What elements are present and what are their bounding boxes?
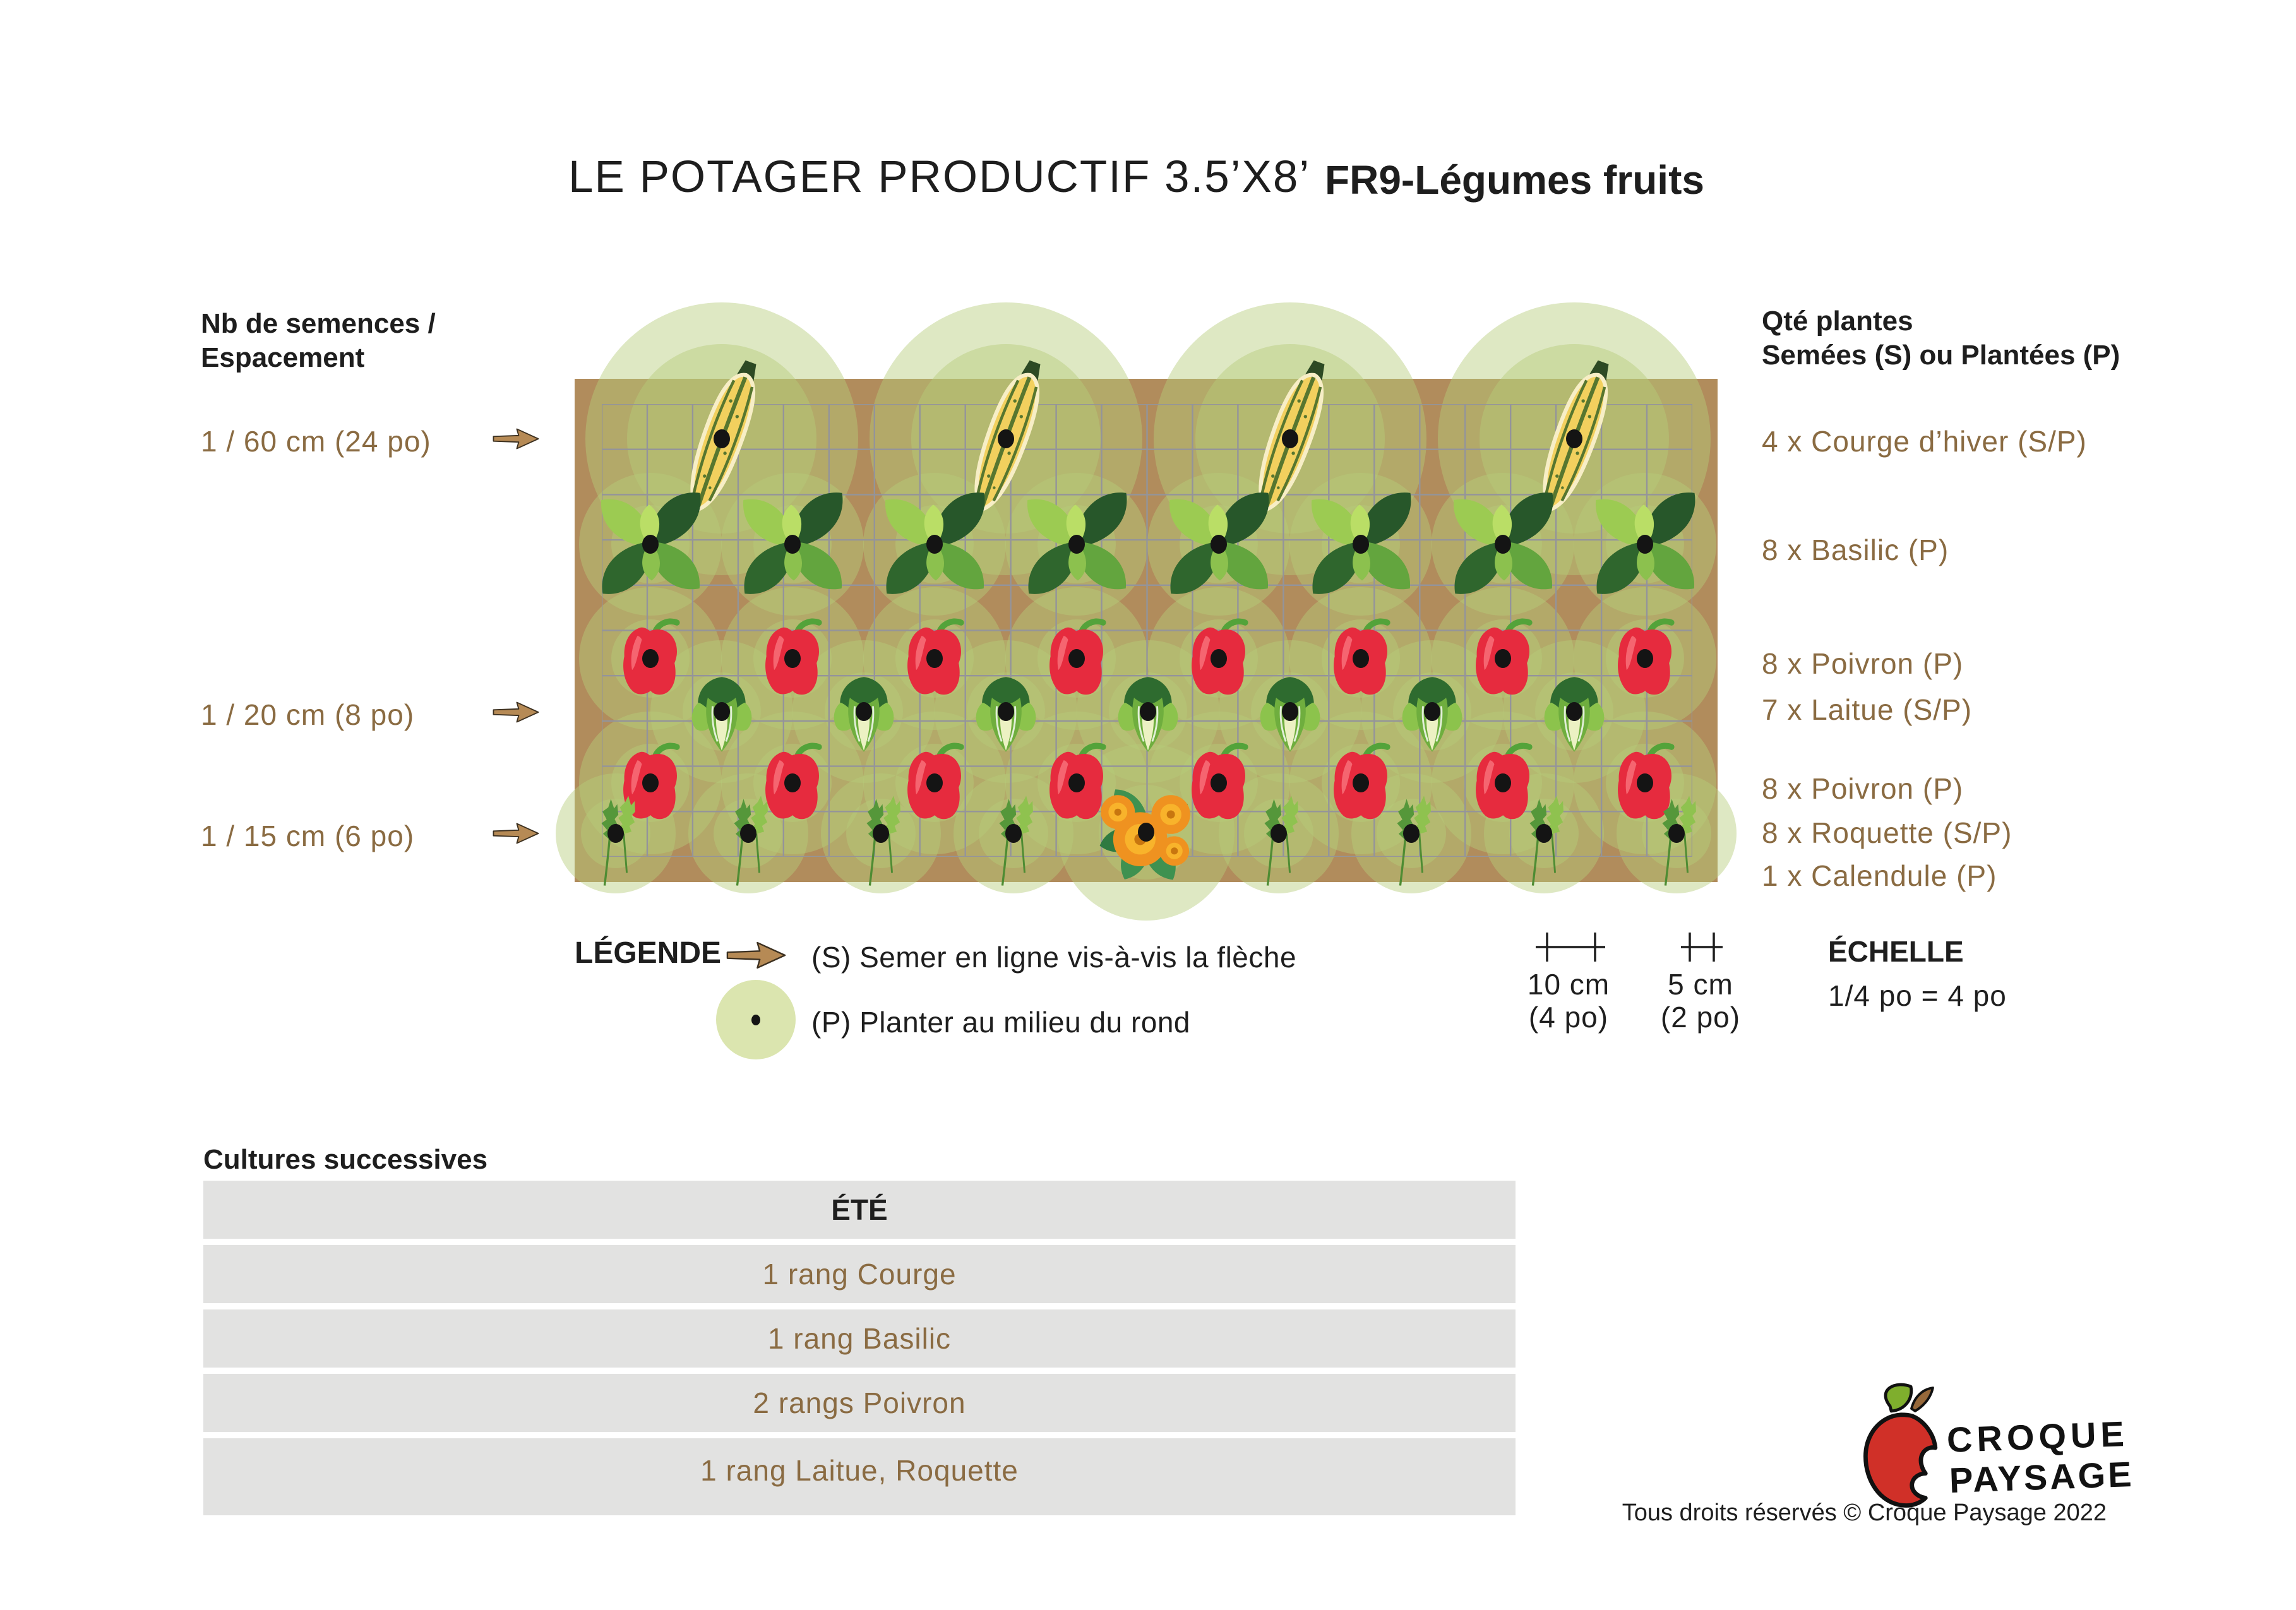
- spacing-label-roquette: 1 / 15 cm (6 po): [201, 820, 415, 852]
- sow-arrow-icon: [493, 701, 539, 723]
- planting-dot: [1211, 535, 1227, 554]
- planting-dot: [1068, 773, 1085, 792]
- planting-dot: [1211, 649, 1227, 668]
- planting-dot: [1403, 824, 1420, 843]
- scale-label-2po: (2 po): [1660, 1001, 1741, 1034]
- quantities-header-line1: Qté plantes: [1762, 306, 1913, 337]
- planting-dot: [873, 824, 889, 843]
- planting-dot: [1637, 773, 1653, 792]
- quantity-label-poivron-1: 8 x Poivron (P): [1762, 647, 1964, 680]
- echelle-title: ÉCHELLE: [1828, 935, 1964, 968]
- spacing-label-courge: 1 / 60 cm (24 po): [201, 425, 431, 458]
- planting-dot: [998, 702, 1014, 721]
- spacing-label-laitue: 1 / 20 cm (8 po): [201, 698, 415, 731]
- planting-dot: [1271, 824, 1287, 843]
- spacing-header-line2: Espacement: [201, 342, 365, 373]
- planting-dot: [1566, 429, 1582, 448]
- scale-ruler-10cm-icon: [1536, 933, 1605, 962]
- legend-sow-arrow-icon: [726, 941, 786, 969]
- garden-bed-diagram: [556, 302, 1737, 921]
- planting-dot: [642, 773, 659, 792]
- legend-sow-label: (S) Semer en ligne vis-à-vis la flèche: [811, 941, 1297, 974]
- succession-table: ÉTÉ 1 rang Courge 1 rang Basilic 2 rangs…: [203, 1181, 1516, 1522]
- succession-title: Cultures successives: [203, 1144, 488, 1175]
- scale-ruler-5cm-icon: [1681, 933, 1723, 962]
- planting-dot: [784, 535, 801, 554]
- logo: CROQUE PAYSAGE: [1853, 1380, 2175, 1525]
- planting-dot: [1005, 824, 1022, 843]
- planting-dot: [1536, 824, 1552, 843]
- quantity-label-poivron-2: 8 x Poivron (P): [1762, 772, 1964, 805]
- planting-dot: [1353, 773, 1369, 792]
- planting-dot: [856, 702, 872, 721]
- planting-dot: [1138, 823, 1154, 842]
- succession-header-row: ÉTÉ: [203, 1181, 1516, 1239]
- planting-dot: [1668, 824, 1685, 843]
- succession-row: 1 rang Basilic: [203, 1309, 1516, 1368]
- planting-dot: [714, 429, 730, 448]
- planting-dot: [1495, 535, 1511, 554]
- planting-dot: [926, 535, 943, 554]
- quantity-label-basilic: 8 x Basilic (P): [1762, 534, 1949, 566]
- planting-dot: [642, 649, 659, 668]
- quantities-header-line2: Semées (S) ou Plantées (P): [1762, 340, 2120, 371]
- page-title: LE POTAGER PRODUCTIF 3.5’X8’: [568, 152, 1311, 202]
- legend-title: LÉGENDE: [575, 936, 722, 970]
- succession-row: 1 rang Laitue, Roquette: [203, 1438, 1516, 1515]
- legend-plant-dot: [751, 1014, 760, 1025]
- planting-dot: [1282, 702, 1298, 721]
- planting-dot: [642, 535, 659, 554]
- planting-dot: [714, 702, 730, 721]
- planting-dot: [1068, 649, 1085, 668]
- quantity-label-laitue: 7 x Laitue (S/P): [1762, 693, 1973, 726]
- page-title-code: FR9-Légumes fruits: [1325, 157, 1704, 203]
- spacing-header-line1: Nb de semences /: [201, 308, 436, 339]
- quantity-label-courge: 4 x Courge d’hiver (S/P): [1762, 425, 2087, 458]
- planting-dot: [926, 649, 943, 668]
- planting-dot: [1282, 429, 1298, 448]
- sow-arrow-icon: [493, 428, 539, 450]
- scale-label-10cm: 10 cm: [1527, 968, 1610, 1001]
- planting-dot: [1495, 773, 1511, 792]
- quantity-label-roquette: 8 x Roquette (S/P): [1762, 816, 2012, 849]
- legend-plant-label: (P) Planter au milieu du rond: [811, 1006, 1191, 1039]
- planting-dot: [1068, 535, 1085, 554]
- scale-label-4po: (4 po): [1528, 1001, 1609, 1034]
- planting-dot: [1424, 702, 1440, 721]
- succession-row: 2 rangs Poivron: [203, 1374, 1516, 1432]
- planting-dot: [926, 773, 943, 792]
- legend-plant-circle-icon: [716, 980, 796, 1059]
- copyright-text: Tous droits réservés © Croque Paysage 20…: [1622, 1500, 2107, 1526]
- planting-dot: [784, 773, 801, 792]
- planting-dot: [1637, 649, 1653, 668]
- planting-dot: [784, 649, 801, 668]
- succession-row: 1 rang Courge: [203, 1245, 1516, 1303]
- planting-dot: [607, 824, 624, 843]
- planting-dot: [1495, 649, 1511, 668]
- planting-dot: [1637, 535, 1653, 554]
- logo-text-line2: PAYSAGE: [1948, 1453, 2135, 1501]
- planting-dot: [1353, 649, 1369, 668]
- planting-dot: [1211, 773, 1227, 792]
- planting-dot: [1566, 702, 1582, 721]
- planting-dot: [998, 429, 1014, 448]
- quantity-label-calendule: 1 x Calendule (P): [1762, 859, 1997, 892]
- planting-dot: [740, 824, 756, 843]
- apple-logo-icon: [1863, 1383, 1938, 1508]
- spacing-header: Nb de semences / Espacement: [201, 307, 436, 375]
- logo-text-line1: CROQUE: [1946, 1413, 2129, 1460]
- quantities-header: Qté plantes Semées (S) ou Plantées (P): [1762, 304, 2120, 373]
- echelle-value: 1/4 po = 4 po: [1828, 979, 2007, 1012]
- planting-dot: [1353, 535, 1369, 554]
- sow-arrow-icon: [493, 823, 539, 844]
- planting-dot: [1140, 702, 1156, 721]
- scale-label-5cm: 5 cm: [1668, 968, 1733, 1001]
